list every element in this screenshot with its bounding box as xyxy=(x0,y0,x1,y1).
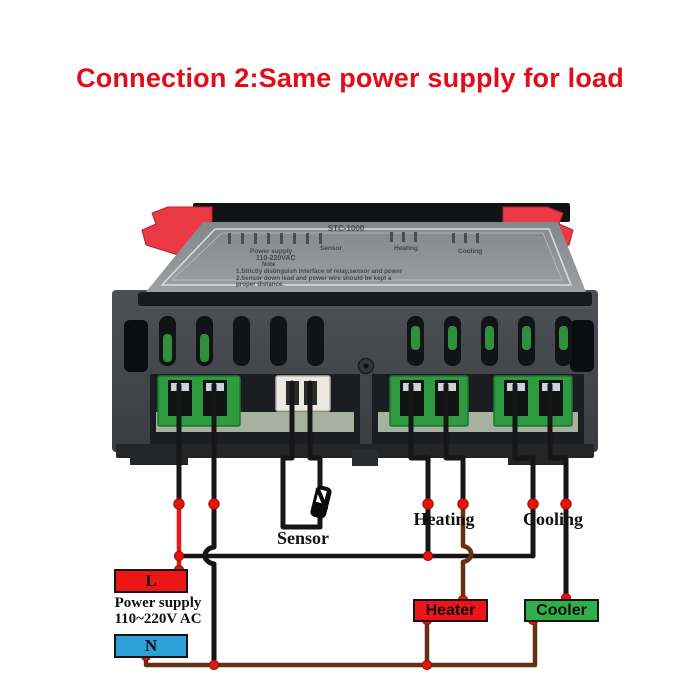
side-opening-right xyxy=(570,320,594,372)
wire-sensor-a xyxy=(280,380,323,530)
cooling-terminal-block xyxy=(493,375,573,427)
plate-note-line1: 1.Strictly distinguish interface of rela… xyxy=(236,268,403,275)
wire-cooling-right xyxy=(547,382,569,601)
sensor-connector xyxy=(275,375,331,412)
power-terminal-block xyxy=(157,375,241,427)
plate-voltage-text: 110-220VAC xyxy=(256,255,296,262)
live-terminal-box: L xyxy=(114,569,188,593)
plate-cooling-text: Cooling xyxy=(458,248,482,255)
side-opening-left xyxy=(124,320,148,372)
label-plate: STC-1000 Power supply Sensor 110-220VAC xyxy=(146,222,586,292)
junction-dots xyxy=(140,498,572,671)
controller-device: STC-1000 Power supply Sensor 110-220VAC xyxy=(112,203,598,466)
ledge-highlight xyxy=(138,306,592,309)
cooler-load-box: Cooler xyxy=(524,599,599,622)
device-top-bar xyxy=(193,203,570,222)
heating-label: Heating xyxy=(413,509,475,529)
heater-load-box: Heater xyxy=(413,599,488,622)
plate-model-text: STC-1000 xyxy=(328,224,365,233)
vent-slots xyxy=(159,316,572,366)
heating-terminal-block xyxy=(389,375,469,427)
plate-note-title: Note xyxy=(262,262,276,268)
device-front-ledge xyxy=(138,292,592,306)
plate-note-line2: 2.Sensor down lead and power wire should… xyxy=(236,275,392,282)
plate-text: STC-1000 Power supply Sensor 110-220VAC xyxy=(228,224,482,288)
plate-sensor-text: Sensor xyxy=(320,245,343,252)
neutral-terminal-box: N xyxy=(114,634,188,658)
plate-note-line3: proper distance. xyxy=(236,281,284,288)
power-supply-label-line2: 110~220V AC xyxy=(114,611,202,627)
plate-power-supply-text: Power supply xyxy=(250,248,293,255)
page-title: Connection 2:Same power supply for load xyxy=(76,63,624,93)
sensor-label: Sensor xyxy=(276,528,329,548)
wire-heating-right-upper xyxy=(443,382,466,507)
sensor-probe-icon xyxy=(310,485,332,519)
device-base xyxy=(116,444,594,466)
case-screw-icon xyxy=(357,357,375,375)
plate-terminal-markings xyxy=(228,232,479,244)
wire-heater-feed xyxy=(460,501,474,604)
power-supply-label-line1: Power supply xyxy=(114,595,202,611)
plate-heating-text: Heating xyxy=(394,245,418,252)
cooling-label: Cooling xyxy=(522,509,583,529)
